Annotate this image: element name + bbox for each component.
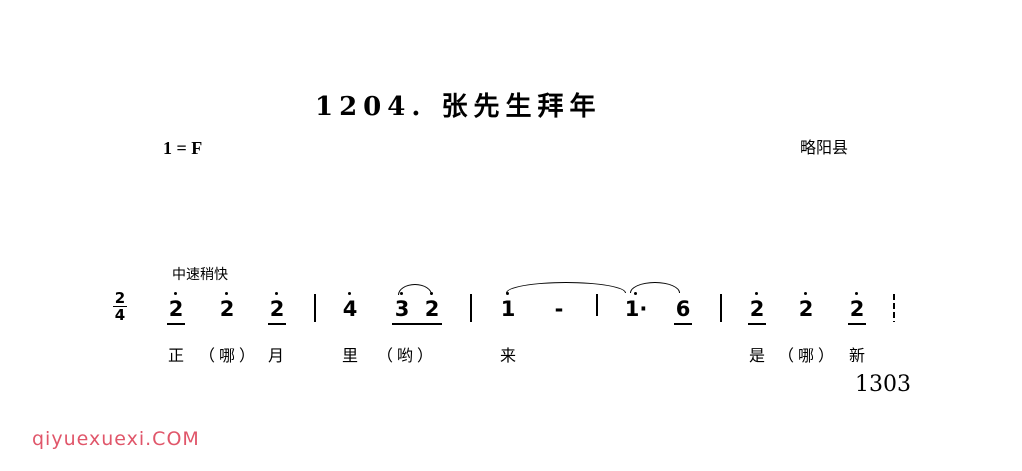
watermark: qiyuexuexi.COM: [32, 428, 200, 450]
note-digit: -: [554, 297, 564, 321]
octave-dot: [755, 292, 758, 295]
octave-dot: [275, 292, 278, 295]
lyric: （哪）: [198, 346, 260, 365]
note-digit: 6: [675, 297, 691, 321]
bar-line: [314, 294, 316, 322]
bar-line: [720, 294, 722, 322]
note-digit: 2: [219, 297, 235, 321]
note: 2: [745, 292, 769, 325]
slur: [630, 282, 680, 293]
note: 3: [390, 292, 414, 322]
lyric: 月: [267, 346, 289, 365]
bar-line: [893, 294, 895, 322]
note-digit: 3: [394, 297, 410, 321]
tempo-marking: 中速稍快: [172, 267, 228, 283]
octave-dot: [506, 292, 509, 295]
note-digit: 2: [269, 297, 285, 321]
note: 2: [215, 292, 239, 322]
note: 2: [164, 292, 188, 325]
note-digit: 2: [798, 297, 814, 321]
lyric: 正: [167, 346, 189, 365]
octave-dot: [804, 292, 807, 295]
note-digit: 2: [849, 297, 865, 321]
lyric: 是: [748, 346, 770, 365]
lyric: 里: [341, 346, 363, 365]
key-signature: 1 = F: [163, 138, 203, 158]
tie: [506, 282, 626, 293]
beam: [392, 323, 442, 325]
note: 4: [338, 292, 362, 322]
song-title: 1204. 张先生拜年: [315, 92, 602, 122]
octave-dot: [225, 292, 228, 295]
note: 1: [496, 292, 520, 322]
note: 2: [794, 292, 818, 322]
bar-line: [470, 294, 472, 322]
lyric: （哪）: [777, 346, 839, 365]
note: 2: [420, 292, 444, 322]
note-digit: 1·: [624, 297, 648, 321]
lyric: 来: [499, 346, 521, 365]
lyric: （哟）: [376, 346, 438, 365]
note: 2: [845, 292, 869, 325]
note-digit: 2: [168, 297, 184, 321]
octave-dot: [855, 292, 858, 295]
note-digit: 4: [342, 297, 358, 321]
note-digit: 1: [500, 297, 516, 321]
note: 1·: [624, 292, 648, 322]
note: 2: [265, 292, 289, 325]
bar-line: [596, 294, 598, 316]
lyric: 新: [848, 346, 870, 365]
page-number: 1303: [855, 372, 911, 397]
octave-dot: [174, 292, 177, 295]
note: 6: [671, 296, 695, 325]
octave-dot: [348, 292, 351, 295]
note-digit: 2: [749, 297, 765, 321]
slur: [398, 284, 432, 295]
note-digit: 2: [424, 297, 440, 321]
note: -: [547, 296, 571, 322]
time-signature-top: 2: [114, 289, 126, 307]
time-signature-bottom: 4: [113, 306, 127, 324]
region-label: 略阳县: [800, 138, 849, 157]
octave-dot: [634, 292, 637, 295]
